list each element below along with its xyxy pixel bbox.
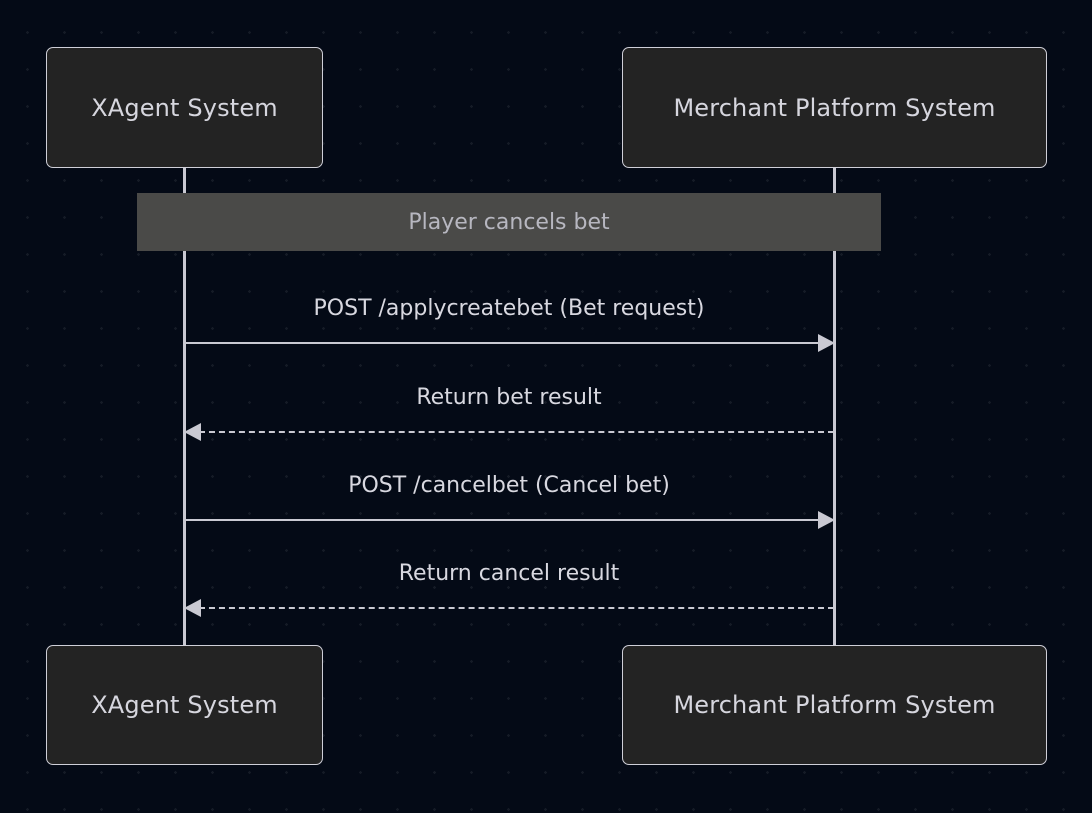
message-2-line [199, 431, 834, 433]
message-3-label: POST /cancelbet (Cancel bet) [348, 473, 670, 498]
message-4-label: Return cancel result [398, 561, 620, 586]
note-label: Player cancels bet [408, 209, 610, 235]
participant-label-xagent-bottom: XAgent System [91, 691, 278, 719]
message-2-arrowhead-icon [184, 423, 201, 441]
message-1-label: POST /applycreatebet (Bet request) [313, 296, 705, 321]
participant-box-xagent-top[interactable]: XAgent System [46, 47, 323, 168]
message-3-line [184, 519, 818, 521]
participant-box-merchant-top[interactable]: Merchant Platform System [622, 47, 1047, 168]
message-1-arrowhead-icon [818, 334, 835, 352]
lifeline-merchant [833, 168, 836, 645]
message-2-label: Return bet result [416, 385, 602, 410]
participant-label-xagent-top: XAgent System [91, 93, 278, 122]
message-3-arrowhead-icon [818, 511, 835, 529]
participant-label-merchant-bottom: Merchant Platform System [673, 691, 996, 719]
message-4-arrowhead-icon [184, 599, 201, 617]
participant-box-merchant-bottom[interactable]: Merchant Platform System [622, 645, 1047, 765]
message-4-line [199, 607, 834, 609]
participant-box-xagent-bottom[interactable]: XAgent System [46, 645, 323, 765]
lifeline-xagent [183, 168, 186, 645]
note-player-cancels-bet[interactable]: Player cancels bet [137, 193, 881, 251]
participant-label-merchant-top: Merchant Platform System [673, 93, 996, 122]
message-1-line [184, 342, 818, 344]
